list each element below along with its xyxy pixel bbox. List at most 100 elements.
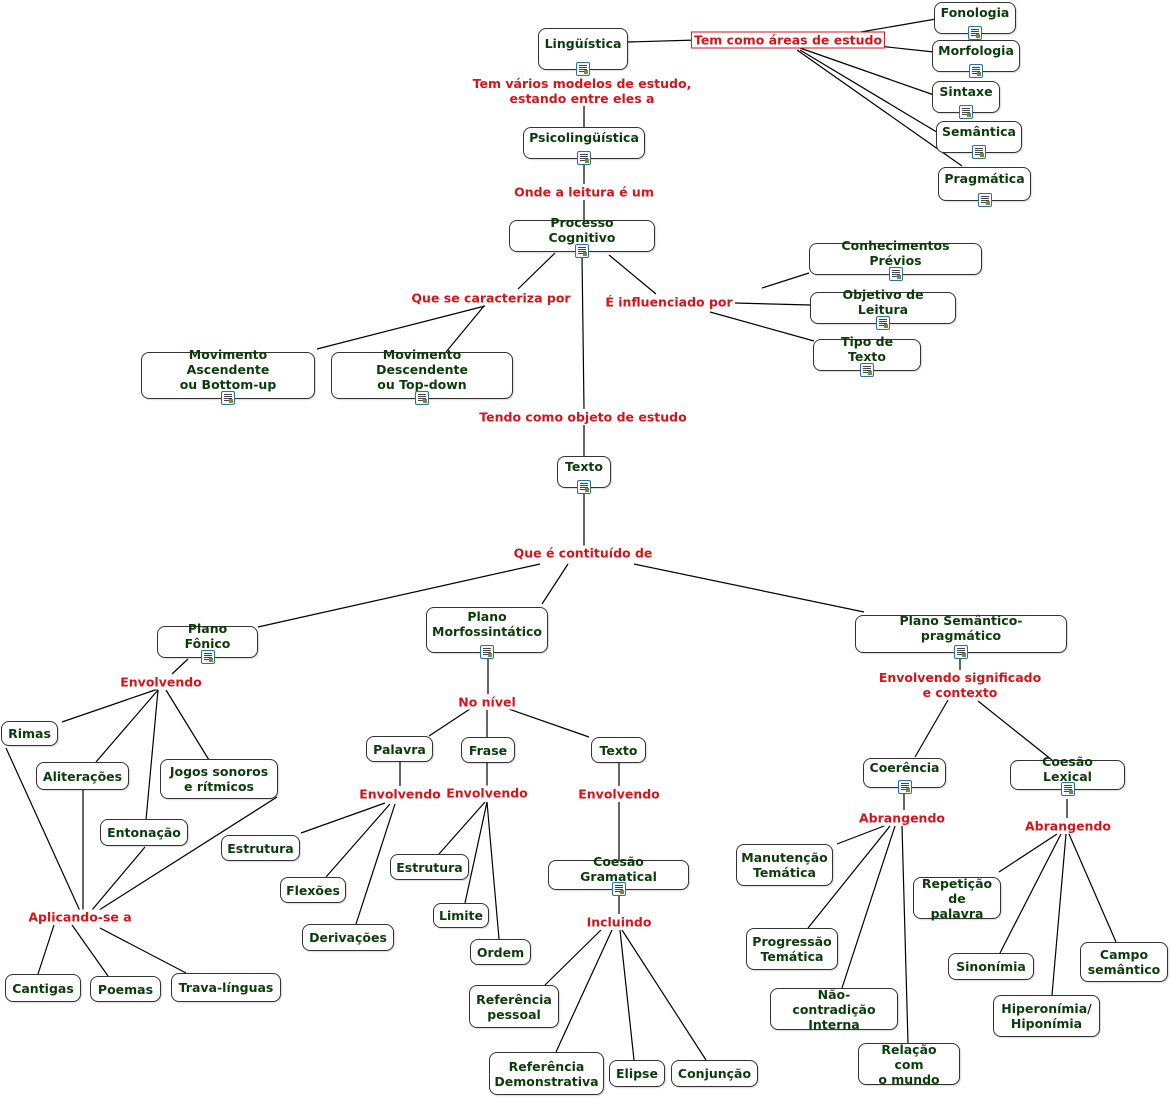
note-icon[interactable]: [876, 316, 890, 330]
node-semantica[interactable]: Semântica: [936, 121, 1022, 159]
note-icon[interactable]: [200, 650, 215, 664]
node-tipo-texto[interactable]: Tipo de Texto: [813, 334, 921, 377]
note-icon[interactable]: [959, 105, 973, 119]
node-rimas[interactable]: Rimas: [1, 721, 58, 746]
node-label: Pragmática: [944, 170, 1025, 186]
node-label: Poemas: [97, 981, 154, 997]
note-icon[interactable]: [888, 267, 903, 281]
node-cantigas[interactable]: Cantigas: [5, 974, 81, 1002]
connector-line: [61, 688, 159, 723]
node-flexoes[interactable]: Flexões: [280, 877, 346, 903]
note-icon[interactable]: [897, 780, 912, 794]
connector-line: [608, 254, 657, 295]
note-icon[interactable]: [577, 151, 591, 165]
node-label: Movimento Ascendente: [186, 347, 270, 377]
node-label: Jogos sonoros: [169, 764, 269, 779]
node-texto-nivel[interactable]: Texto: [591, 737, 646, 763]
node-objetivo-leitura[interactable]: Objetivo de Leitura: [810, 287, 956, 330]
note-icon[interactable]: [972, 145, 986, 159]
connector-line: [621, 929, 707, 1061]
node-movimento-descendente[interactable]: Movimento Descendente ou Top-down: [331, 347, 513, 405]
node-label: Texto: [565, 458, 603, 474]
node-morfologia[interactable]: Morfologia: [932, 40, 1020, 78]
connector-line: [555, 929, 613, 1053]
node-jogos-sonoros[interactable]: Jogos sonoros e rítmicos: [160, 759, 278, 799]
node-palavra[interactable]: Palavra: [366, 736, 433, 762]
node-campo-semantico[interactable]: Campo semântico: [1080, 942, 1168, 982]
node-poemas[interactable]: Poemas: [90, 976, 161, 1002]
node-label: Plano Semântico-pragmático: [899, 613, 1023, 643]
node-movimento-ascendente[interactable]: Movimento Ascendente ou Bottom-up: [141, 347, 315, 405]
node-label: Objetivo de Leitura: [842, 287, 924, 317]
node-nao-contradicao[interactable]: Não-contradição Interna: [770, 987, 898, 1032]
node-label: Rimas: [8, 726, 51, 741]
node-aliteracoes[interactable]: Aliterações: [36, 762, 129, 790]
node-estrutura-frase[interactable]: Estrutura: [390, 854, 469, 880]
connector-line: [627, 39, 698, 43]
note-icon[interactable]: [221, 391, 235, 405]
node-coesao-gramatical[interactable]: Coesão Gramatical: [548, 854, 689, 896]
connector-line: [619, 929, 635, 1061]
connector-line: [581, 254, 585, 410]
node-entonacao[interactable]: Entonação: [100, 819, 188, 846]
note-icon[interactable]: [969, 64, 983, 78]
node-derivacoes[interactable]: Derivações: [302, 924, 394, 951]
note-icon[interactable]: [860, 363, 874, 377]
node-elipse[interactable]: Elipse: [609, 1060, 665, 1087]
node-label: Referência: [508, 1058, 585, 1074]
note-icon[interactable]: [576, 62, 590, 76]
node-trava-linguas[interactable]: Trava-línguas: [171, 973, 281, 1002]
node-plano-fonico[interactable]: Plano Fônico: [157, 621, 258, 664]
node-conjuncao[interactable]: Conjunção: [671, 1060, 758, 1087]
node-progressao-tematica[interactable]: Progressão Temática: [746, 928, 838, 970]
node-texto[interactable]: Texto: [557, 456, 611, 494]
connector-line: [999, 833, 1062, 954]
node-plano-semantico[interactable]: Plano Semântico-pragmático: [855, 613, 1067, 659]
note-icon[interactable]: [977, 193, 992, 207]
note-icon[interactable]: [480, 645, 494, 659]
node-label: Palavra: [373, 741, 426, 757]
node-label: ou Bottom-up: [179, 377, 277, 392]
note-icon[interactable]: [1060, 782, 1075, 796]
note-icon[interactable]: [968, 26, 982, 40]
node-referencia-demonstrativa[interactable]: Referência Demonstrativa: [489, 1052, 604, 1095]
node-label: semântico: [1087, 962, 1161, 977]
node-ordem[interactable]: Ordem: [470, 939, 531, 965]
node-psicolinguistica[interactable]: Psicolingüística: [523, 127, 645, 165]
node-hiperonimia[interactable]: Hiperonímia/ Hiponímia: [993, 995, 1100, 1037]
node-label: Aliterações: [42, 768, 123, 784]
node-sinonimia[interactable]: Sinonímia: [948, 953, 1034, 980]
node-frase[interactable]: Frase: [461, 737, 515, 763]
node-label: de palavra: [930, 890, 984, 921]
node-label: Referência: [476, 991, 552, 1007]
node-linguistica[interactable]: Lingüística: [538, 28, 628, 76]
node-manutencao-tematica[interactable]: Manutenção Temática: [736, 844, 833, 886]
note-icon[interactable]: [577, 480, 591, 494]
link-incluindo: Incluindo: [585, 914, 653, 930]
node-conhecimentos-previos[interactable]: Conhecimentos Prévios: [809, 238, 982, 281]
connector-line: [165, 689, 210, 761]
connector-line: [901, 825, 909, 1044]
node-limite[interactable]: Limite: [433, 903, 489, 928]
note-icon[interactable]: [575, 244, 589, 258]
node-sintaxe[interactable]: Sintaxe: [932, 81, 1000, 119]
note-icon[interactable]: [954, 645, 968, 659]
connector-line: [99, 927, 187, 974]
node-coesao-lexical[interactable]: Coesão Lexical: [1010, 754, 1125, 796]
node-fonologia[interactable]: Fonologia: [934, 2, 1016, 40]
node-pragmatica[interactable]: Pragmática: [938, 167, 1031, 207]
node-referencia-pessoal[interactable]: Referência pessoal: [469, 985, 559, 1028]
node-label: Entonação: [107, 825, 181, 840]
node-processo-cognitivo[interactable]: Processo Cognitivo: [509, 215, 655, 258]
node-estrutura-palavra[interactable]: Estrutura: [221, 835, 300, 861]
node-label: Coesão Gramatical: [580, 854, 657, 884]
node-label: Manutenção: [741, 850, 828, 865]
node-plano-morfossintatico[interactable]: Plano Morfossintático: [426, 607, 548, 659]
note-icon[interactable]: [611, 882, 626, 896]
node-coerencia[interactable]: Coerência: [863, 758, 946, 794]
node-repeticao-palavra[interactable]: Repetição de palavra: [913, 876, 1001, 921]
note-icon[interactable]: [415, 391, 429, 405]
node-relacao-mundo[interactable]: Relação com o mundo: [858, 1042, 960, 1087]
node-label: Derivações: [309, 930, 387, 945]
node-label: Elipse: [616, 1066, 658, 1081]
